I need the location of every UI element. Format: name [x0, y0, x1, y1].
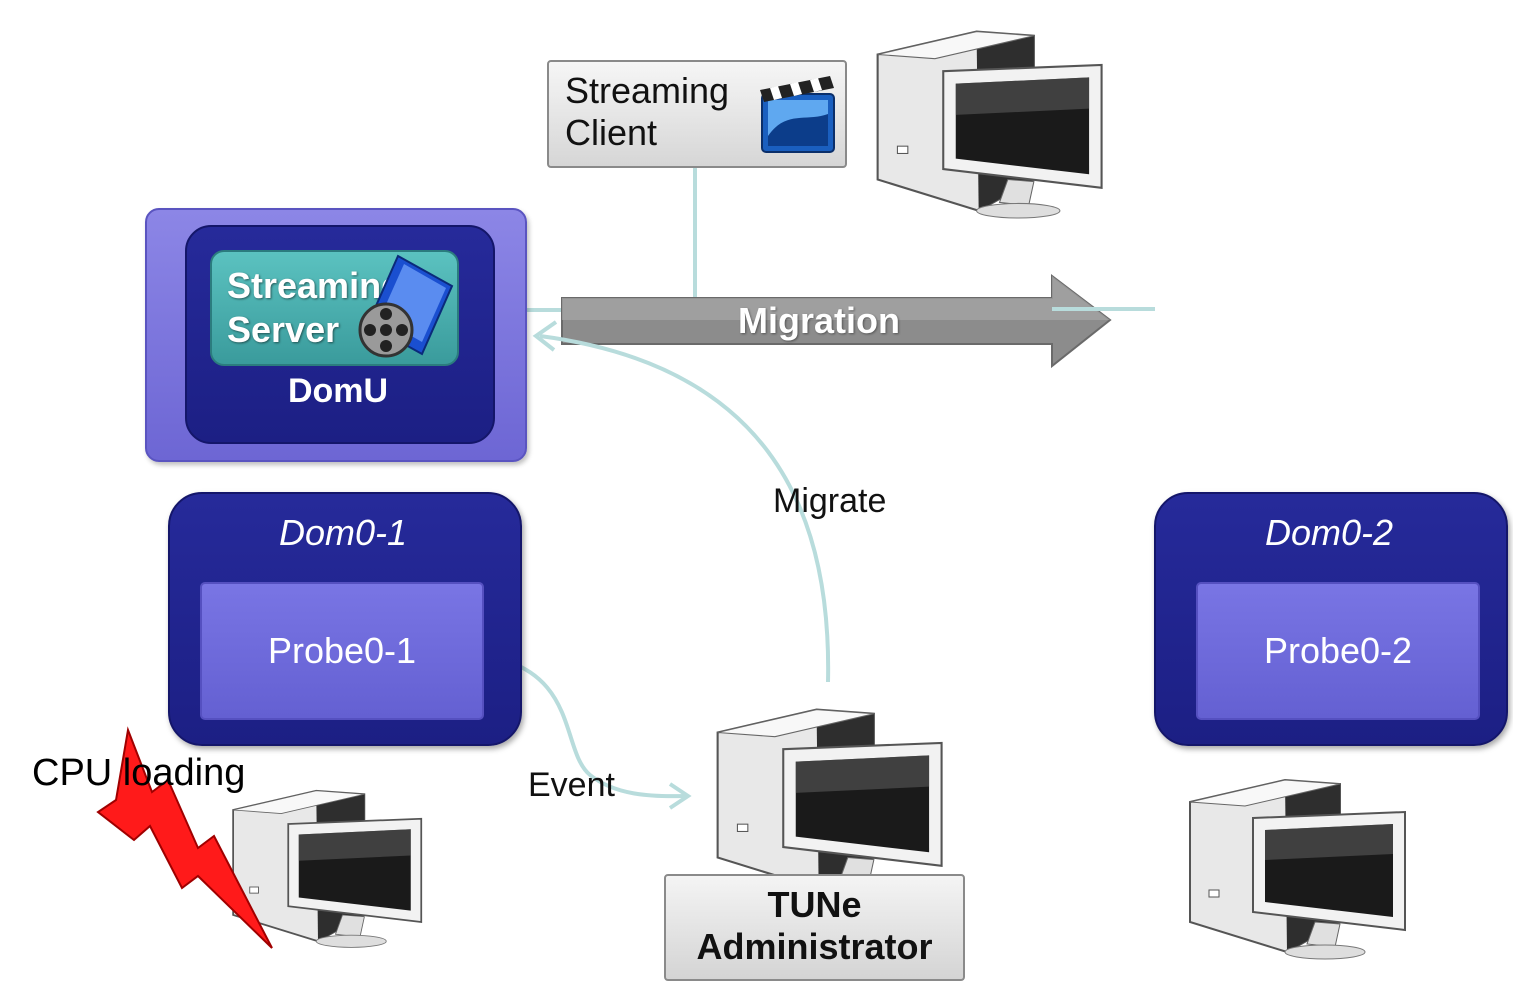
- tune-administrator-box: TUNe Administrator: [664, 874, 965, 981]
- cpu-loading-label: CPU loading: [32, 752, 246, 794]
- tune-administrator-line2: Administrator: [696, 926, 933, 967]
- migrate-label: Migrate: [773, 482, 887, 520]
- dom0-2-title: Dom0-2: [1264, 512, 1394, 553]
- clapperboard-icon: [760, 76, 835, 153]
- client-computer-icon: [876, 30, 1103, 220]
- streaming-client-line1: Streaming: [565, 70, 730, 111]
- streaming-client-label: Streaming Client: [565, 70, 729, 154]
- event-arrowhead: [668, 782, 692, 810]
- dom0-2-computer-icon: [1188, 778, 1407, 961]
- dom0-1-title: Dom0-1: [278, 512, 408, 553]
- event-label: Event: [528, 766, 615, 804]
- streaming-server-label: Streaming Server: [227, 264, 403, 352]
- lightning-bolt-icon: [96, 726, 273, 949]
- admin-computer-icon: [716, 708, 943, 898]
- dom0-1-computer-icon: [232, 789, 423, 949]
- migrate-arrowhead: [532, 320, 558, 352]
- migration-label: Migration: [738, 300, 900, 341]
- domu-label: DomU: [287, 372, 389, 410]
- streaming-server-line2: Server: [227, 309, 340, 350]
- event-edge: [481, 653, 686, 799]
- streaming-server-line1: Streaming: [227, 265, 404, 306]
- probe0-1-box: Probe0-1: [200, 582, 484, 720]
- streaming-client-line2: Client: [565, 112, 658, 153]
- migrate-edge: [539, 334, 831, 683]
- film-reel-icon: [358, 254, 454, 358]
- probe0-2-box: Probe0-2: [1196, 582, 1480, 720]
- migration-arrow: [561, 273, 1112, 369]
- tune-administrator-line1: TUNe: [767, 884, 862, 925]
